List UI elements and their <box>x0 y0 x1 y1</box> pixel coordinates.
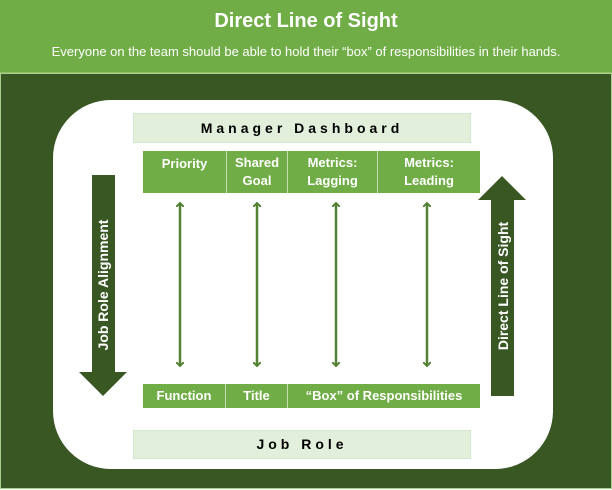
manager-dashboard-label: Manager Dashboard <box>133 113 471 143</box>
direct-line-of-sight-arrow <box>478 176 526 396</box>
manager-dashboard-row: Priority Shared Goal Metrics: Lagging Me… <box>143 151 480 193</box>
job-role-row: Function Title “Box” of Responsibilities <box>143 384 480 408</box>
job-role-alignment-label: Job Role Alignment <box>95 219 111 351</box>
manager-dashboard-text: Manager Dashboard <box>200 120 404 136</box>
diagram-subtitle: Everyone on the team should be able to h… <box>51 44 561 59</box>
header-banner: Direct Line of Sight Everyone on the tea… <box>0 0 612 73</box>
job-role-cell-title: Title <box>226 384 288 408</box>
diagram-title: Direct Line of Sight <box>214 10 398 32</box>
cell-text: “Box” of Responsibilities <box>305 388 463 403</box>
job-role-text: Job Role <box>256 436 348 452</box>
cell-text: Goal <box>242 173 272 188</box>
cell-text: Priority <box>161 156 208 171</box>
dashboard-cell-metrics-leading: Metrics: Leading <box>378 151 480 193</box>
job-role-cell-function: Function <box>143 384 226 408</box>
cell-text: Leading <box>404 173 454 188</box>
cell-text: Metrics: <box>307 155 358 170</box>
job-role-label: Job Role <box>133 430 471 459</box>
dashboard-cell-metrics-lagging: Metrics: Lagging <box>288 151 378 193</box>
cell-text: Title <box>243 388 270 403</box>
cell-text: Metrics: <box>404 155 454 170</box>
cell-text: Shared <box>234 155 280 170</box>
dashboard-cell-shared-goal: Shared Goal <box>227 151 288 193</box>
dashboard-cell-priority: Priority <box>143 151 227 193</box>
cell-text: Function <box>156 388 212 403</box>
direct-line-of-sight-label: Direct Line of Sight <box>495 221 511 351</box>
job-role-cell-box-of-responsibilities: “Box” of Responsibilities <box>288 384 480 408</box>
cell-text: Lagging <box>307 173 358 188</box>
job-role-alignment-arrow <box>79 175 127 396</box>
